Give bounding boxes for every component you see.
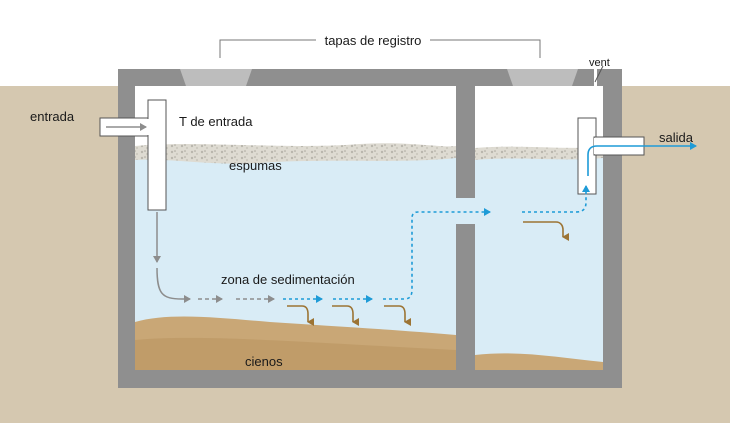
inflow-turn-arrow [156,267,191,303]
access-cover-right [507,69,578,86]
sludge-right [475,353,603,370]
outlet-flow-arrow [587,142,697,176]
outlet-tee [577,117,597,195]
access-cover-leader [219,39,541,58]
label-sludge: cienos [245,354,283,369]
inlet-tee [147,99,167,211]
label-inlet-tee: T de entrada [179,114,253,129]
vent-opening [594,69,597,86]
label-inlet: entrada [30,109,75,124]
label-scum: espumas [229,158,282,173]
sludge-left-shade [135,337,456,370]
vent-leader [594,65,604,83]
baffle-upper [456,86,475,198]
settle-arrow-3 [384,305,411,326]
access-cover-left [180,69,252,86]
label-outlet: salida [659,130,694,145]
blue-dash-rise-arrow [383,208,491,300]
label-vent: vent [589,57,610,69]
label-access-covers: tapas de registro [325,33,422,48]
settle-arrow-4 [523,221,569,241]
settle-arrow-2 [332,305,359,326]
blue-dash-outlet-arrow [522,185,590,213]
scum-left [135,143,456,164]
baffle-lower [456,224,475,370]
label-settling-zone: zona de sedimentación [221,272,355,287]
scum-right [475,146,603,160]
settle-arrow-1 [287,305,314,326]
